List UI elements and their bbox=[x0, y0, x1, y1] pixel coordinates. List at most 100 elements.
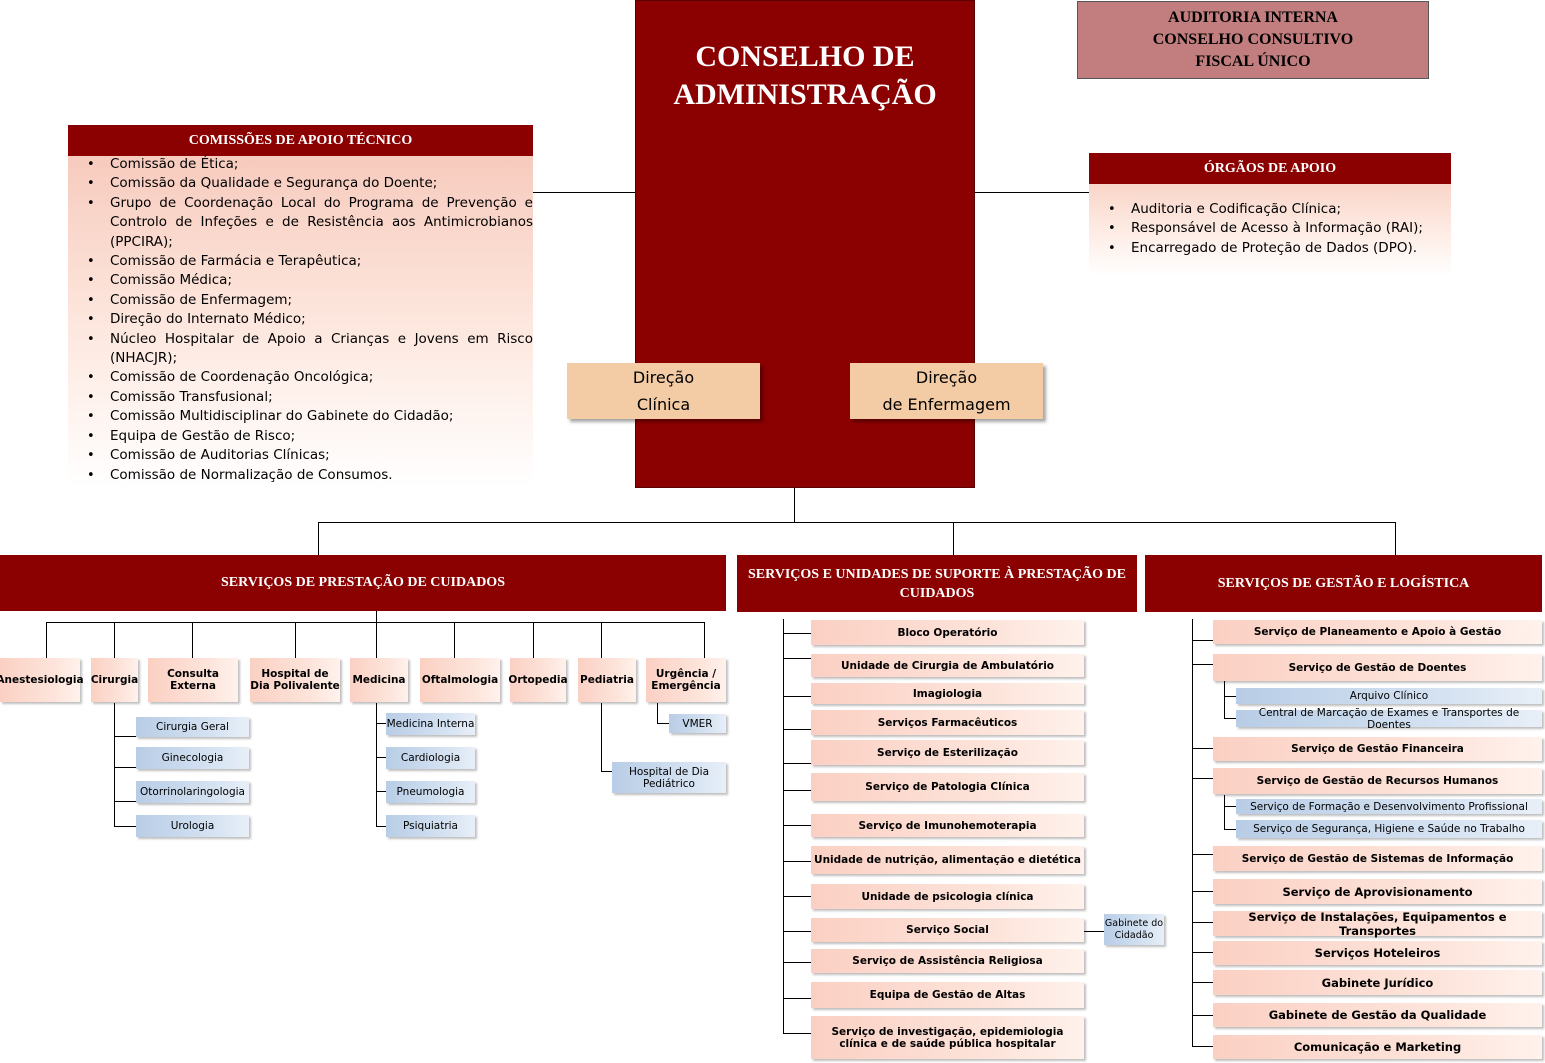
mgmt-item-12: Gabinete Jurídico bbox=[1213, 970, 1542, 995]
list-item-text: Comissão Transfusional; bbox=[110, 388, 273, 405]
connector bbox=[1192, 1046, 1213, 1047]
unit-pediatria: Pediatria bbox=[578, 658, 636, 702]
mgmt-sub-central-marcacao: Central de Marcação de Exames e Transpor… bbox=[1236, 707, 1542, 731]
clinical-directorate: Direção Clínica bbox=[567, 363, 760, 419]
connector bbox=[318, 522, 319, 555]
unit-urgencia-emergencia: Urgência / Emergência bbox=[646, 658, 726, 702]
connector bbox=[1192, 640, 1213, 641]
item-label: Serviço de Imunohemoterapia bbox=[858, 819, 1037, 832]
clinical-directorate-line1: Direção bbox=[632, 368, 695, 387]
item-label: Comunicação e Marketing bbox=[1293, 1040, 1462, 1054]
mgmt-item-10: Serviço de Instalações, Equipamentos e T… bbox=[1213, 910, 1542, 938]
item-label: Gabinete Jurídico bbox=[1321, 975, 1434, 990]
list-item: •Comissão de Coordenação Oncológica; bbox=[68, 368, 533, 387]
item-label: Serviços Hoteleiros bbox=[1314, 946, 1441, 960]
connector bbox=[1224, 680, 1225, 718]
unit-ortopedia: Ortopedia bbox=[508, 658, 568, 702]
list-item: •Núcleo Hospitalar de Apoio a Crianças e… bbox=[68, 330, 533, 369]
unit-cirurgia: Cirurgia bbox=[91, 658, 138, 702]
sub-label: Medicina Interna bbox=[386, 718, 475, 730]
connector bbox=[114, 622, 115, 658]
list-item: •Comissão de Normalização de Consumos. bbox=[68, 466, 533, 485]
bullet-icon: • bbox=[1108, 240, 1116, 256]
sub-otorrinolaringologia: Otorrinolaringologia bbox=[136, 781, 249, 803]
item-label: Serviço de Gestão de Doentes bbox=[1288, 661, 1467, 674]
connector bbox=[376, 611, 377, 622]
connector bbox=[704, 622, 705, 658]
mgmt-sub-formacao: Serviço de Formação e Desenvolvimento Pr… bbox=[1236, 799, 1542, 814]
sub-label: Pneumologia bbox=[396, 786, 465, 798]
item-label: Gabinete de Gestão da Qualidade bbox=[1268, 1008, 1487, 1022]
connector bbox=[1395, 522, 1396, 555]
unit-medicina: Medicina bbox=[350, 658, 408, 702]
connector bbox=[1224, 806, 1236, 807]
connector bbox=[783, 896, 811, 897]
sub-label: Hospital de Dia Pediátrico bbox=[628, 765, 710, 790]
list-item-text: Comissão Médica; bbox=[110, 272, 232, 289]
support-item-12: Serviço de investigação, epidemiologia c… bbox=[811, 1016, 1084, 1059]
connector bbox=[376, 723, 386, 724]
list-item: • Grupo de Coordenação Local do Programa… bbox=[68, 194, 533, 252]
mgmt-item-5: Serviço de Gestão de Recursos Humanos bbox=[1213, 768, 1542, 794]
connector bbox=[1224, 718, 1236, 719]
connector bbox=[376, 703, 377, 827]
mgmt-item-11: Serviços Hoteleiros bbox=[1213, 941, 1542, 965]
connector bbox=[533, 192, 636, 193]
audit-line-2: CONSELHO CONSULTIVO bbox=[1152, 31, 1354, 48]
bullet-icon: • bbox=[87, 312, 95, 328]
mgmt-item-13: Gabinete de Gestão da Qualidade bbox=[1213, 1003, 1542, 1027]
mgmt-item-9: Serviço de Aprovisionamento bbox=[1213, 879, 1542, 904]
unit-hospital-de-dia-polivalente: Hospital de Dia Polivalente bbox=[250, 658, 340, 702]
mgmt-item-1: Serviço de Gestão de Doentes bbox=[1213, 654, 1542, 681]
connector bbox=[114, 826, 136, 827]
support-item-3: Serviços Farmacêuticos bbox=[811, 710, 1084, 735]
bullet-icon: • bbox=[87, 370, 95, 386]
sub-label: Cirurgia Geral bbox=[156, 721, 229, 733]
connector bbox=[783, 861, 811, 862]
clinical-directorate-line2: Clínica bbox=[636, 395, 691, 414]
item-label: Equipa de Gestão de Altas bbox=[869, 989, 1026, 1001]
connector bbox=[783, 658, 811, 659]
list-item: •Comissão de Enfermagem; bbox=[68, 291, 533, 310]
connector bbox=[601, 771, 612, 772]
item-label: Serviço de Gestão de Sistemas de Informa… bbox=[1241, 852, 1514, 865]
connector bbox=[794, 488, 795, 522]
unit-label: Consulta Externa bbox=[167, 668, 219, 692]
sub-label: Psiquiatria bbox=[403, 820, 458, 832]
connector bbox=[376, 622, 377, 658]
list-item: •Equipa de Gestão de Risco; bbox=[68, 427, 533, 446]
connector bbox=[318, 522, 1396, 523]
support-item-8: Unidade de psicologia clínica bbox=[811, 884, 1084, 909]
bullet-icon: • bbox=[87, 157, 95, 172]
item-label: Serviço de Aprovisionamento bbox=[1282, 884, 1473, 899]
connector bbox=[1192, 891, 1213, 892]
item-label: Serviço de investigação, epidemiologia c… bbox=[831, 1025, 1064, 1050]
list-item-text: Responsável de Acesso à Informação (RAI)… bbox=[1131, 220, 1423, 237]
connector bbox=[601, 622, 602, 658]
connector bbox=[376, 791, 386, 792]
support-item-9: Serviço Social bbox=[811, 918, 1084, 942]
sub-label: Otorrinolaringologia bbox=[140, 786, 245, 798]
connector bbox=[533, 622, 534, 658]
sub-psiquiatria: Psiquiatria bbox=[386, 815, 475, 837]
connector bbox=[783, 825, 811, 826]
item-label: Unidade de psicologia clínica bbox=[861, 890, 1034, 903]
item-label: Serviço de Esterilização bbox=[877, 746, 1018, 759]
connector bbox=[46, 622, 47, 658]
connector bbox=[1192, 854, 1213, 855]
bullet-icon: • bbox=[87, 389, 95, 405]
connector bbox=[783, 729, 811, 730]
list-item-text: Auditoria e Codificação Clínica; bbox=[1131, 201, 1342, 217]
support-item-2: Imagiologia bbox=[811, 683, 1084, 704]
sub-label: Gabinete do Cidadão bbox=[1104, 917, 1164, 941]
support-item-6: Serviço de Imunohemoterapia bbox=[811, 814, 1084, 837]
item-label: Bloco Operatório bbox=[897, 626, 998, 639]
connector bbox=[783, 763, 811, 764]
mgmt-item-8: Serviço de Gestão de Sistemas de Informa… bbox=[1213, 846, 1542, 871]
support-item-4: Serviço de Esterilização bbox=[811, 740, 1084, 765]
list-item-text: Comissão da Qualidade e Segurança do Doe… bbox=[110, 175, 438, 192]
unit-label: Medicina bbox=[352, 674, 406, 686]
sub-hospital-de-dia-pediatrico: Hospital de Dia Pediátrico bbox=[612, 762, 726, 793]
unit-oftalmologia: Oftalmologia bbox=[420, 658, 500, 702]
connector bbox=[114, 736, 136, 737]
